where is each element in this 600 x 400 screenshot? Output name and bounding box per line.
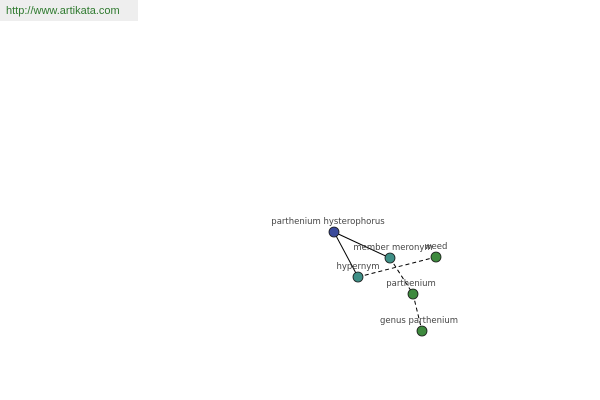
node-label-member[interactable]: member meronym xyxy=(353,243,432,253)
node-label-parthenium[interactable]: parthenium xyxy=(386,279,435,289)
edge-root-hypernym xyxy=(333,231,359,278)
node-genus[interactable] xyxy=(416,325,428,337)
graph-labels: parthenium hysterophorus member meronym hy… xyxy=(271,217,458,326)
edge-member-parthenium xyxy=(389,257,414,295)
url-banner[interactable]: http://www.artikata.com xyxy=(0,0,138,21)
node-parthenium[interactable] xyxy=(407,288,419,300)
edge-parthenium-genus xyxy=(412,293,423,332)
node-root[interactable] xyxy=(328,226,340,238)
node-member[interactable] xyxy=(384,252,396,264)
edge-root-member xyxy=(333,231,391,259)
node-label-genus[interactable]: genus parthenium xyxy=(380,316,458,326)
node-label-weed[interactable]: weed xyxy=(425,242,448,252)
site-url-link[interactable]: http://www.artikata.com xyxy=(6,4,120,17)
node-hypernym[interactable] xyxy=(352,271,364,283)
node-label-hypernym[interactable]: hypernym xyxy=(336,262,379,272)
node-label-root[interactable]: parthenium hysterophorus xyxy=(271,217,385,227)
graph-edges xyxy=(333,231,437,332)
node-weed[interactable] xyxy=(430,251,442,263)
graph-nodes xyxy=(328,226,442,337)
